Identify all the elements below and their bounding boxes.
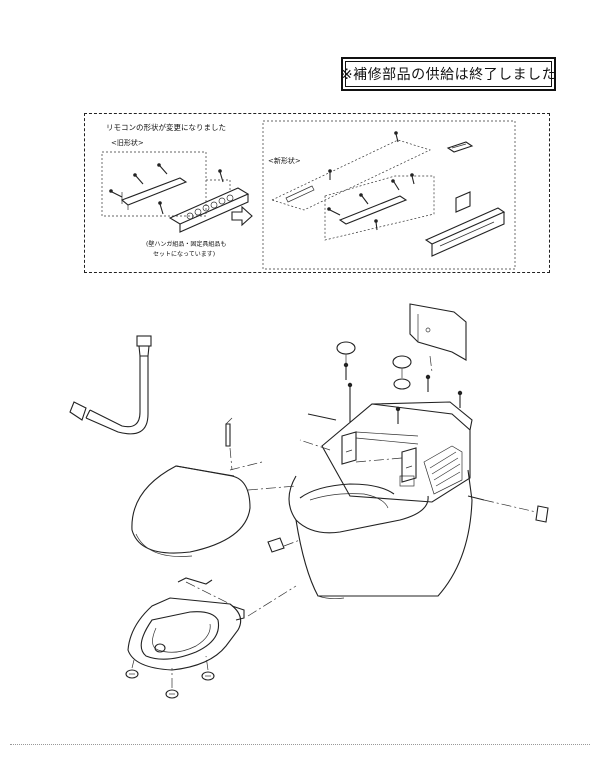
set-note-line1: (壁ハンガ組品・固定具組品も: [146, 241, 227, 248]
old-shape-label: <旧形状>: [111, 139, 144, 147]
floor-pad: [267, 537, 285, 553]
new-screws: [327, 173, 415, 231]
seat-bumpers: [125, 655, 215, 699]
change-arrow-icon: [231, 205, 253, 227]
new-wall-hanger: [338, 195, 408, 225]
control-label: [399, 475, 415, 487]
remote-change-title: リモコンの形状が変更になりました: [106, 123, 226, 132]
old-wall-hanger: [120, 177, 188, 206]
supply-hose: [69, 335, 152, 435]
old-screws: [109, 163, 224, 215]
old-remote: [168, 187, 250, 225]
hose-nut-bottom: [69, 401, 87, 421]
new-small-cover: [446, 141, 474, 153]
new-remote-group: [262, 120, 516, 270]
discontinued-notice-text: ※補修部品の供給は終了しました: [341, 61, 556, 87]
footer-divider: [10, 744, 590, 745]
hose-nut-top: [136, 335, 152, 347]
old-remote-group: [101, 151, 253, 233]
leader-lines: [185, 354, 537, 617]
rear-cover: [409, 303, 467, 361]
toilet-seat: [127, 577, 245, 671]
side-vent-grille: [423, 445, 463, 495]
top-screws: [307, 362, 463, 424]
lid-hinge-pin: [225, 417, 233, 447]
discontinued-notice: ※補修部品の供給は終了しました: [341, 57, 556, 91]
new-remote: [424, 207, 506, 245]
new-shape-frame: [262, 120, 516, 270]
new-hanger-frame: [324, 175, 435, 241]
new-label-sticker: [285, 185, 315, 203]
seat-lid: [131, 465, 251, 557]
toilet-body: [288, 401, 473, 600]
new-wall-plate: [271, 139, 431, 211]
new-remote-holder: [455, 191, 471, 213]
side-screw: [467, 495, 485, 501]
mounting-brackets: [341, 431, 417, 483]
old-hanger-frame: [101, 151, 207, 217]
side-cap: [535, 505, 549, 523]
seat-cable: [177, 577, 213, 585]
set-note-line2: セットになっています): [153, 251, 216, 258]
remote-change-panel: [84, 113, 550, 273]
new-shape-label: <新形状>: [268, 157, 301, 165]
